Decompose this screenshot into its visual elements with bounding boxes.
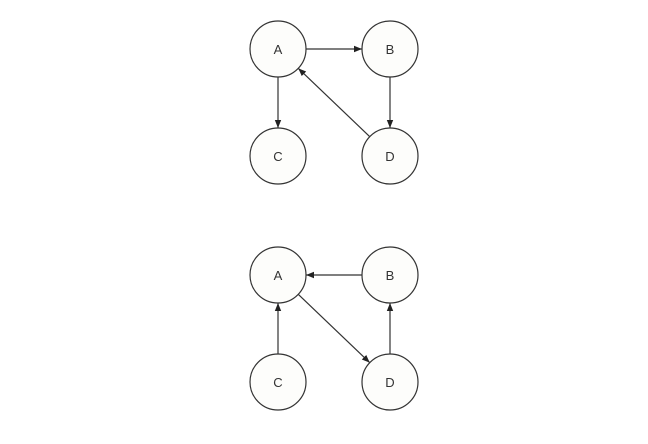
graph-top: A B C D <box>249 20 419 185</box>
node-label-A: A <box>274 268 283 283</box>
node-C <box>249 127 307 185</box>
node-A <box>249 246 307 304</box>
node-C <box>249 353 307 411</box>
node-B <box>361 246 419 304</box>
node-label-D: D <box>385 375 394 390</box>
graph-bottom: A B C D <box>249 246 419 411</box>
node-D <box>361 353 419 411</box>
node-label-C: C <box>273 375 282 390</box>
edge-A-to-D <box>297 293 371 364</box>
node-B <box>361 20 419 78</box>
node-label-B: B <box>386 42 395 57</box>
node-D <box>361 127 419 185</box>
node-label-C: C <box>273 149 282 164</box>
node-label-B: B <box>386 268 395 283</box>
node-label-A: A <box>274 42 283 57</box>
node-A <box>249 20 307 78</box>
node-label-D: D <box>385 149 394 164</box>
edge-D-to-A <box>297 67 371 138</box>
